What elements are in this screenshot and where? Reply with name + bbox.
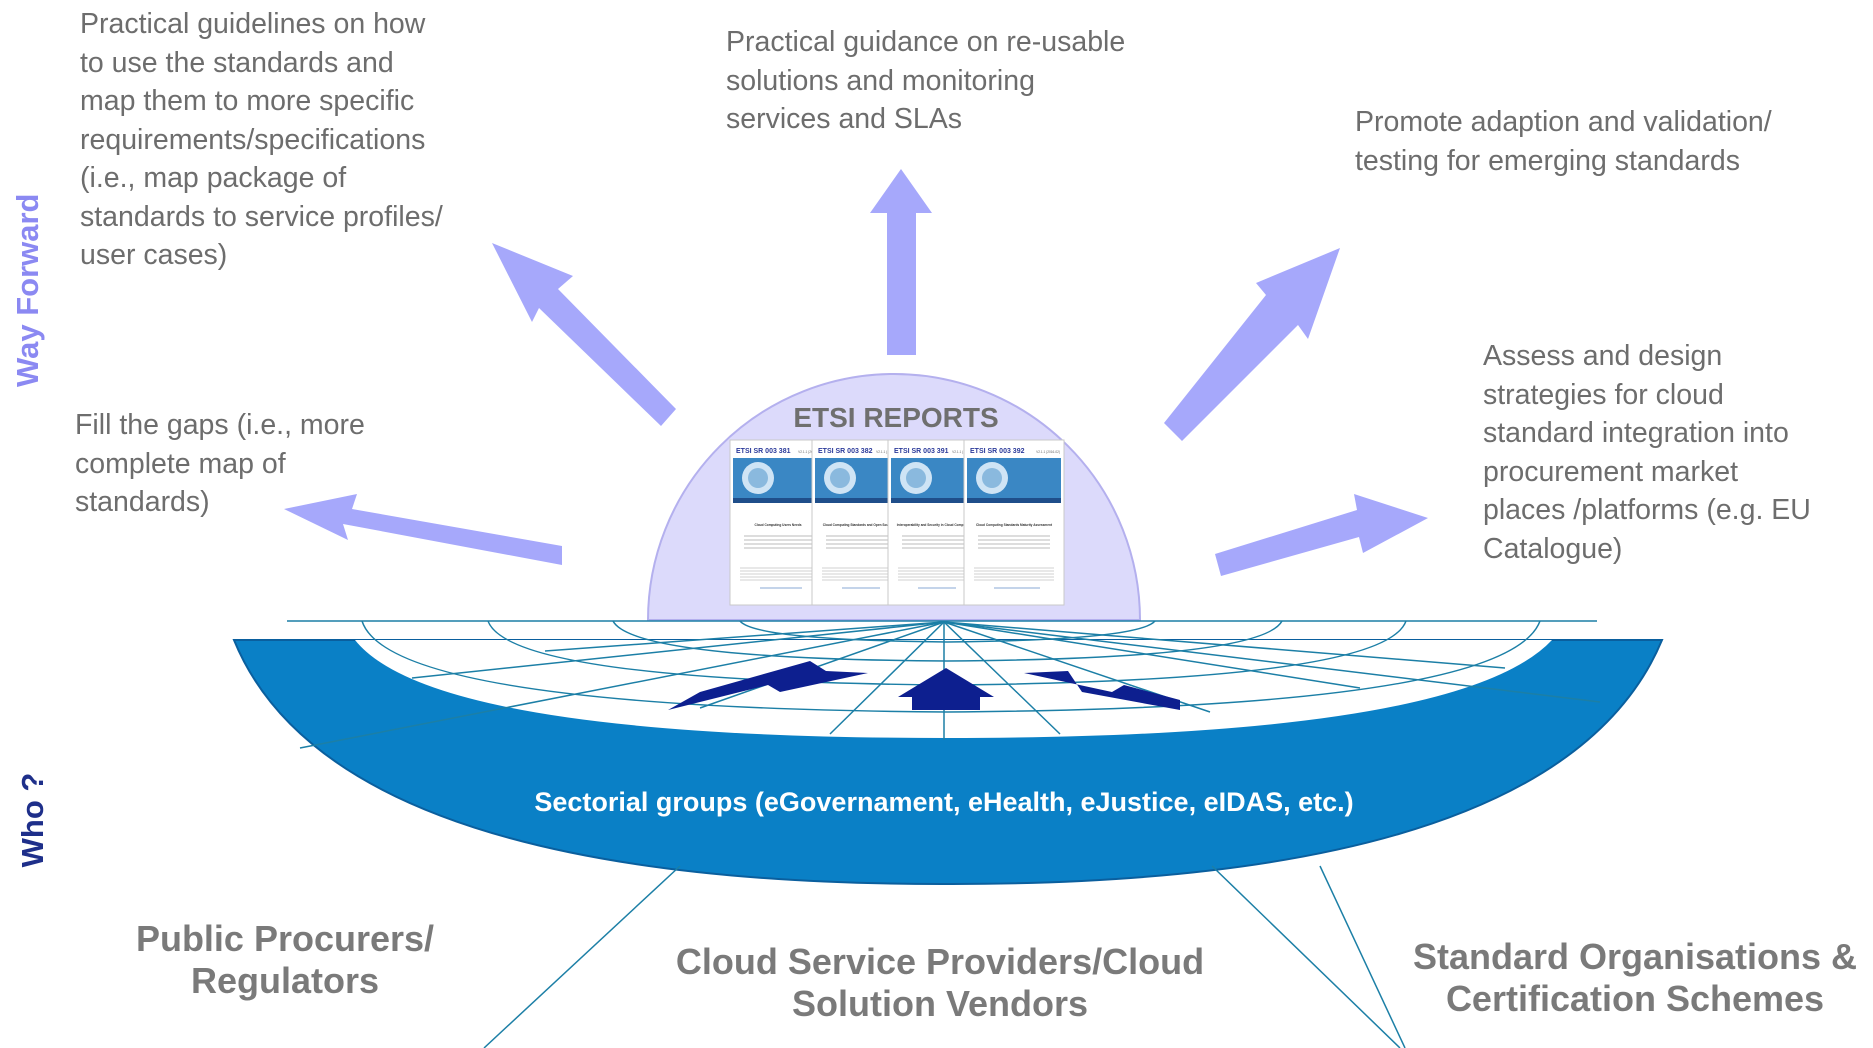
stakeholder-standard-orgs: Standard Organisations & Certification S…	[1400, 936, 1870, 1020]
text-line: Regulators	[190, 960, 380, 1001]
arrow-promote	[1164, 248, 1340, 441]
text-line: procurement market	[1483, 455, 1739, 488]
inward-arrows	[668, 661, 1180, 710]
report-subtitle: Cloud Computing Standards and Open Sourc…	[823, 523, 894, 527]
report-subtitle: Cloud Computing Users Needs	[755, 523, 802, 527]
text-line: Promote adaption and validation/	[1355, 106, 1772, 138]
report-code: ETSI SR 003 382	[818, 448, 873, 455]
report-code: ETSI SR 003 392	[970, 448, 1025, 455]
goal-promote-adaption: Promote adaption and validation/ testing…	[1355, 103, 1772, 180]
text-line: map them to more specific	[80, 85, 415, 117]
stakeholder-public-procurers: Public Procurers/ Regulators	[110, 918, 460, 1002]
etsi-report-cover: ETSI SR 003 392 V2.1.1 (2016-02) Cloud Com…	[963, 439, 1065, 606]
text-line: Solution Vendors	[791, 983, 1088, 1024]
outward-arrows	[284, 169, 1428, 576]
arrow-guidelines	[492, 243, 676, 426]
text-line: standard integration into	[1483, 417, 1789, 449]
text-line: Catalogue)	[1483, 532, 1623, 565]
etsi-report-documents: ETSI SR 003 381 V2.1.1 (2016-02) Cloud Com…	[729, 439, 1065, 606]
etsi-report-cover: ETSI SR 003 381 V2.1.1 (2016-02) Cloud Com…	[729, 439, 827, 606]
goal-assess-design: Assess and design strategies for cloud s…	[1483, 337, 1811, 568]
stakeholder-cloud-providers: Cloud Service Providers/Cloud Solution V…	[660, 941, 1220, 1025]
text-line: requirements/specifications	[80, 123, 426, 156]
arrow-guidance	[870, 169, 932, 355]
goal-fill-gaps: Fill the gaps (i.e., more complete map o…	[75, 406, 365, 522]
text-line: (i.e., map package of	[80, 162, 347, 194]
inward-arrow-center	[898, 668, 994, 710]
text-line: Fill the gaps (i.e., more	[75, 409, 365, 441]
arrow-fill-gaps	[284, 494, 562, 565]
text-line: complete map of	[75, 447, 286, 480]
report-version: V2.1.1 (2016-02)	[798, 450, 822, 454]
text-line: Standard Organisations &	[1412, 936, 1858, 977]
etsi-reports-title: ETSI REPORTS	[793, 402, 999, 433]
report-code: ETSI SR 003 391	[894, 448, 949, 455]
text-line: standards)	[75, 486, 210, 518]
arrow-assess	[1215, 494, 1428, 576]
inward-arrow-left	[668, 661, 868, 710]
text-line: Cloud Service Providers/Cloud	[675, 941, 1205, 982]
stakeholder-lines	[483, 865, 1406, 1048]
text-line: Practical guidelines on how	[80, 8, 426, 40]
text-line: testing for emerging standards	[1355, 144, 1740, 177]
text-line: user cases)	[80, 239, 228, 271]
goal-practical-guidance: Practical guidance on re-usable solution…	[726, 23, 1125, 139]
report-code: ETSI SR 003 381	[736, 448, 791, 455]
text-line: to use the standards and	[80, 46, 394, 79]
report-subtitle: Interoperability and Security in Cloud C…	[897, 523, 971, 527]
text-line: strategies for cloud	[1483, 378, 1724, 411]
inward-arrow-right	[1024, 671, 1180, 710]
report-subtitle: Cloud Computing Standards Maturity Asses…	[976, 523, 1053, 527]
text-line: standards to service profiles/	[80, 200, 443, 233]
text-line: Assess and design	[1483, 340, 1723, 372]
way-forward-label: Way Forward	[10, 193, 45, 388]
goal-practical-guidelines: Practical guidelines on how to use the s…	[80, 5, 443, 275]
text-line: Public Procurers/	[135, 918, 435, 959]
text-line: places /platforms (e.g. EU	[1483, 494, 1811, 526]
text-line: Practical guidance on re-usable	[726, 26, 1126, 58]
text-line: services and SLAs	[726, 103, 963, 135]
text-line: Certification Schemes	[1445, 978, 1825, 1019]
sectorial-groups-label: Sectorial groups (eGovernament, eHealth,…	[534, 787, 1354, 817]
who-label: Who ?	[15, 772, 50, 868]
text-line: solutions and monitoring	[726, 64, 1035, 97]
report-version: V2.1.1 (2016-02)	[1036, 450, 1060, 454]
